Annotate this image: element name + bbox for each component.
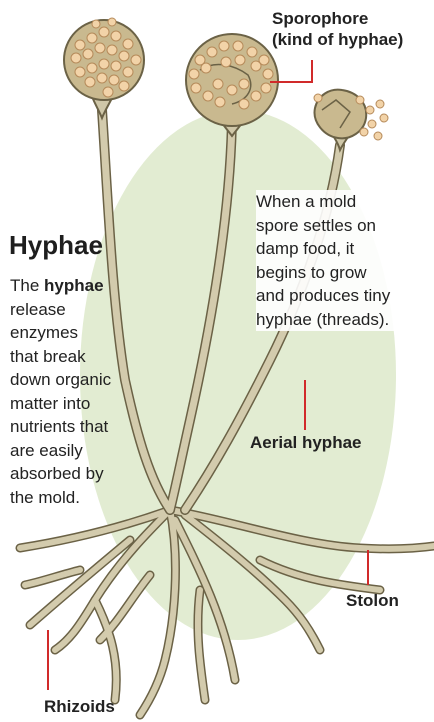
description-bold-term: hyphae xyxy=(44,276,104,295)
description-line: are easily xyxy=(10,439,160,463)
description-line: absorbed by xyxy=(10,462,160,486)
description-line: that break xyxy=(10,345,160,369)
hyphae-description: The hyphae release enzymes that break do… xyxy=(10,274,160,509)
callout-line: damp food, it xyxy=(256,237,426,261)
hyphae-title: Hyphae xyxy=(9,230,103,261)
description-line: the mold. xyxy=(10,486,160,510)
callout-line: hyphae (threads). xyxy=(256,308,426,332)
sporophore-label: Sporophore (kind of hyphae) xyxy=(272,8,403,50)
description-line: nutrients that xyxy=(10,415,160,439)
callout-line: When a mold xyxy=(256,190,426,214)
callout-line: and produces tiny xyxy=(256,284,426,308)
rhizoids-label: Rhizoids xyxy=(44,697,115,717)
spore-callout: When a mold spore settles on damp food, … xyxy=(256,190,426,331)
sporophore-label-line1: Sporophore xyxy=(272,8,403,29)
sporangium-right xyxy=(314,90,388,150)
aerial-hyphae-label: Aerial hyphae xyxy=(250,433,362,453)
sporophore-label-line2: (kind of hyphae) xyxy=(272,29,403,50)
description-intro: The xyxy=(10,276,44,295)
description-line: matter into xyxy=(10,392,160,416)
sporangium-left xyxy=(64,18,144,118)
description-line: release xyxy=(10,298,160,322)
description-line: down organic xyxy=(10,368,160,392)
description-line: enzymes xyxy=(10,321,160,345)
callout-line: begins to grow xyxy=(256,261,426,285)
callout-line: spore settles on xyxy=(256,214,426,238)
stolon-label: Stolon xyxy=(346,591,399,611)
